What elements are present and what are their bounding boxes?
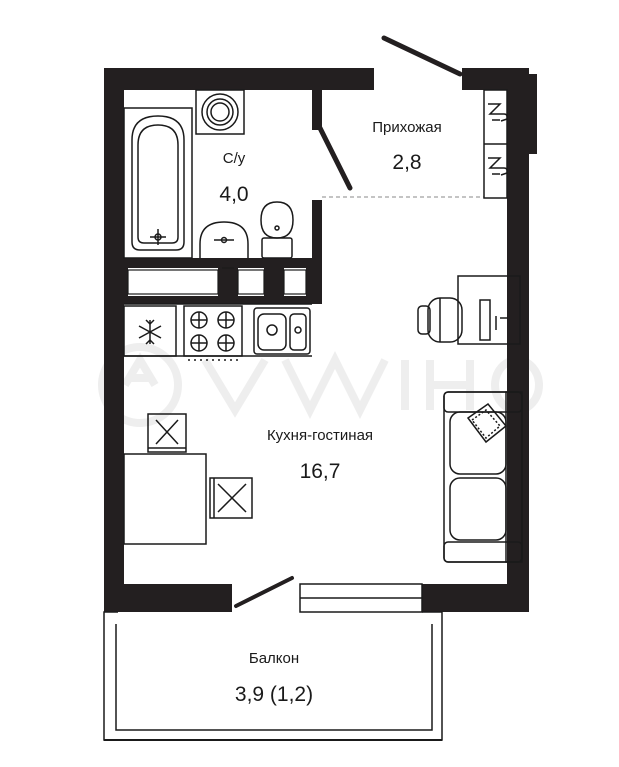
room-name: С/у [223,150,246,167]
room-hallway: Прихожая 2,8 [372,119,442,174]
bathtub [123,107,193,259]
watermark [98,343,544,427]
room-area: 2,8 [392,151,421,174]
dining-chair [209,477,253,519]
room-balcony: Балкон 3,9 (1,2) [235,650,313,706]
stove [183,305,243,361]
wall-bathroom-partition [312,90,322,130]
washing-machine [195,89,245,135]
wall-niche-right [306,268,314,296]
wall-niche-bottom [124,296,314,304]
snowflake-icon [138,319,162,345]
wall-top-left [104,68,374,90]
room-area: 4,0 [219,183,248,206]
dining-table [123,453,207,545]
washbasin [199,221,249,258]
office-chair [417,297,463,343]
room-name: Прихожая [372,119,442,136]
hanger-icon [488,157,508,176]
room-living: Кухня-гостиная 16,7 [267,427,373,483]
wardrobe [483,89,508,199]
toilet [260,201,294,259]
wall-bathroom-bottom [124,258,314,268]
fridge [123,305,177,357]
balcony [103,611,443,741]
walls [104,68,537,612]
wall-niche-left [124,268,128,296]
desk [457,275,521,345]
sink [253,307,311,355]
room-area: 16,7 [300,460,341,483]
cushion [466,402,508,444]
monitor [479,299,508,341]
wall-bottom-left [104,584,232,612]
wall-right-outer [529,74,537,154]
wall-bottom-right [422,584,529,612]
niche-details [127,267,307,295]
wall-right [507,68,529,612]
window [299,583,423,613]
room-name: Балкон [249,650,299,667]
hanger-icon [488,103,508,122]
room-area: 3,9 (1,2) [235,683,313,706]
doors [234,35,463,608]
wall-niche-div2 [264,268,284,296]
wall-left [104,68,124,612]
wall-niche-div1 [218,268,238,296]
room-name: Кухня-гостиная [267,427,373,444]
room-bathroom: С/у 4,0 [219,150,248,206]
entrance-door [381,35,463,77]
bathroom-door [317,125,353,191]
balcony-door [234,576,294,608]
dining-chair [147,413,187,453]
wall-bathroom-partition-lower [312,200,322,304]
